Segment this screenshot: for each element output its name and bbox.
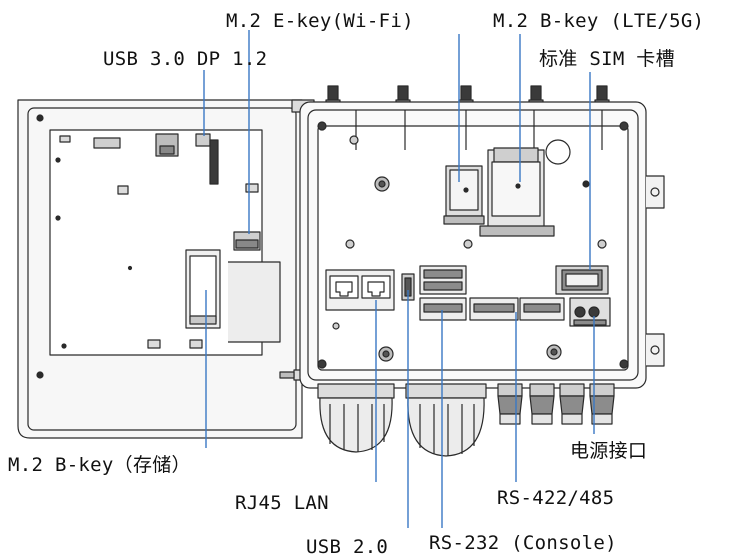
carrier-board: [49, 129, 281, 356]
power-connector: [569, 297, 611, 327]
label-usb20: USB 2.0: [306, 536, 389, 558]
label-usb30-dp: USB 3.0 DP 1.2: [103, 48, 268, 70]
label-rj45: RJ45 LAN: [235, 492, 329, 514]
wifi-module: [443, 165, 485, 225]
sim-slot: [555, 265, 609, 295]
label-power: 电源接口: [570, 440, 648, 462]
leader-lines: [203, 30, 595, 528]
rj45-ports: [325, 269, 395, 311]
label-m2-ekey: M.2 E-key(Wi-Fi): [226, 10, 414, 32]
enclosure-body: [299, 101, 665, 389]
label-m2-bkey-storage: M.2 B-key（存储）: [8, 454, 191, 476]
label-rs422-485: RS-422/485: [497, 487, 615, 509]
terminal-blocks: [419, 265, 565, 321]
cable-glands: [317, 383, 615, 457]
lte-module: [479, 147, 555, 237]
label-m2-bkey-lte: M.2 B-key (LTE/5G): [493, 10, 705, 32]
label-sim-slot: 标准 SIM 卡槽: [539, 48, 675, 70]
label-rs232: RS-232 (Console): [429, 532, 617, 554]
